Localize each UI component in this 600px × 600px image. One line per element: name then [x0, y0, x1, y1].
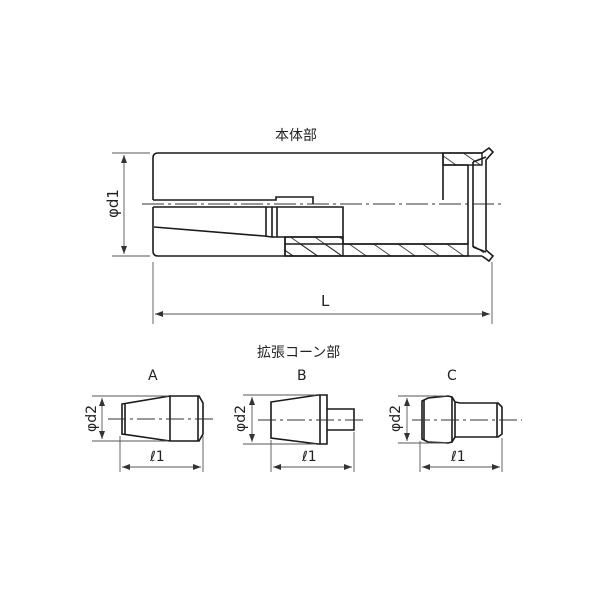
- cone-a-label: A: [148, 368, 158, 384]
- cone-c-label: C: [447, 368, 457, 384]
- cone-c-l1-label: ℓ1: [450, 449, 466, 465]
- d1-dimension: [112, 152, 150, 257]
- body-hatch: [284, 152, 486, 257]
- cone-b-label: B: [297, 368, 307, 384]
- body-part-title: 本体部: [275, 128, 317, 144]
- cone-c: C φd2 ℓ1: [388, 368, 522, 472]
- cone-c-d2-label: φd2: [388, 405, 404, 432]
- cone-a: A φd2 ℓ1: [84, 368, 215, 472]
- cone-part-title: 拡張コーン部: [257, 345, 340, 361]
- d1-label: φd1: [104, 189, 122, 218]
- cone-a-d2-label: φd2: [84, 405, 100, 432]
- cone-a-l1-label: ℓ1: [149, 449, 165, 465]
- cone-b-l1-label: ℓ1: [301, 449, 317, 465]
- cone-b-d2-label: φd2: [233, 405, 249, 432]
- length-label: L: [321, 292, 330, 310]
- cone-b: B φd2 ℓ1: [233, 368, 367, 472]
- length-dimension: [152, 262, 493, 324]
